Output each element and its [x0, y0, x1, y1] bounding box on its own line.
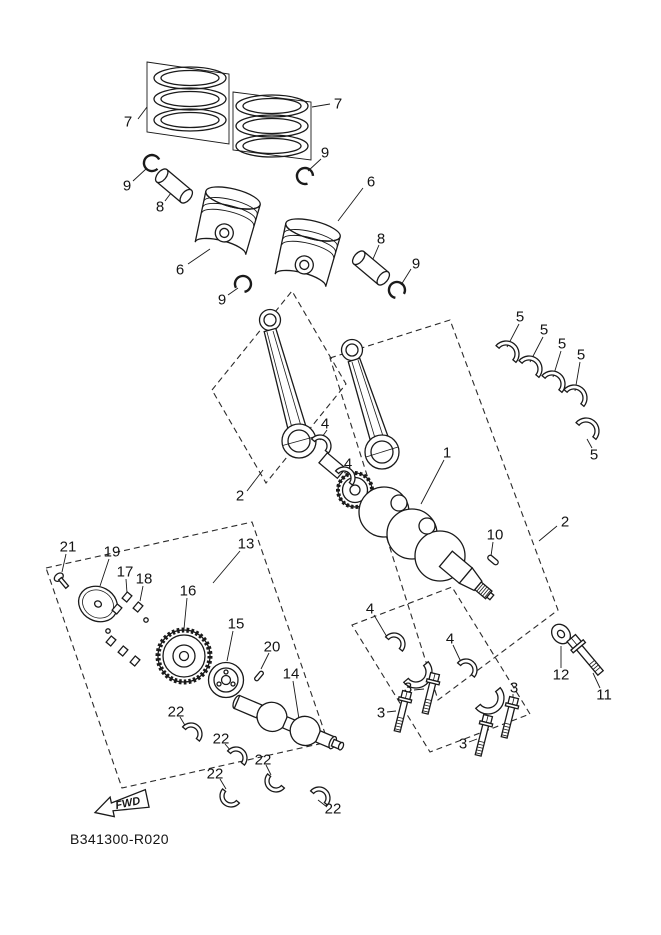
callout-22-bearing-3: 22 [254, 751, 272, 769]
callout-9-clip-b: 9 [320, 144, 330, 162]
piston-left [192, 181, 263, 256]
small-fasteners [105, 591, 149, 667]
callout-6-piston-right: 6 [366, 173, 376, 191]
piston-pin-right [349, 248, 393, 288]
balancer-screw [53, 572, 70, 590]
callout-5-bearing-3: 5 [557, 335, 567, 353]
fwd-arrow-icon: FWD [93, 788, 150, 818]
crankshaft [318, 451, 495, 601]
callout-3-bolt-3: 3 [458, 735, 468, 753]
leader-lines [61, 103, 601, 808]
balancer-driven-gear [207, 661, 245, 699]
callout-10-key: 10 [486, 526, 504, 544]
outline-crankshaft-assy [329, 319, 559, 701]
callout-16-gear: 16 [179, 582, 197, 600]
piston-right [272, 213, 343, 288]
callout-19-plate: 19 [103, 543, 121, 561]
callout-6-piston-left: 6 [175, 261, 185, 279]
main-bearing-shells [495, 335, 605, 441]
callout-11-bolt: 11 [596, 686, 612, 704]
balancer-plate-washer [77, 585, 119, 623]
callout-2-rod-right: 2 [560, 513, 570, 531]
connecting-rod-right [340, 338, 400, 470]
callout-5-bearing-4: 5 [576, 346, 586, 364]
callout-3-bolt-1: 3 [376, 704, 386, 722]
callout-4-shell-3: 4 [365, 600, 375, 618]
circlip-icon [292, 163, 317, 188]
callout-22-bearing-2: 22 [212, 730, 230, 748]
callout-8-pin-left: 8 [155, 198, 165, 216]
callout-12-washer: 12 [552, 666, 570, 684]
callout-1-crankshaft: 1 [442, 444, 452, 462]
diagram-code: B341300-R020 [70, 831, 169, 847]
callout-22-bearing-5: 22 [324, 800, 342, 818]
callout-17-parts: 17 [116, 563, 134, 581]
piston-rings-left [153, 66, 227, 132]
callout-22-bearing-4: 22 [206, 765, 224, 783]
callout-15-gear: 15 [227, 615, 245, 633]
woodruff-key [487, 554, 499, 566]
assembly-outlines [45, 290, 559, 789]
connecting-rod-left [258, 308, 317, 459]
callout-5-bearing-2: 5 [539, 321, 549, 339]
callout-21-screw: 21 [59, 538, 77, 556]
piston-rings-right [235, 94, 309, 158]
callout-9-clip-d: 9 [217, 291, 227, 309]
fwd-label: FWD [114, 795, 141, 812]
circlip-icon [385, 278, 408, 301]
callout-3-bolt-4: 3 [509, 679, 519, 697]
callout-5-bearing-5: 5 [589, 446, 599, 464]
rod-caps [403, 661, 512, 722]
callout-8-pin-right: 8 [376, 230, 386, 248]
callout-7-rings-left: 7 [123, 113, 133, 131]
callout-22-bearing-1: 22 [167, 703, 185, 721]
callout-4-shell-4: 4 [445, 630, 455, 648]
callout-2-rod-left: 2 [235, 487, 245, 505]
balancer-shaft [232, 694, 345, 751]
dowel-pin [254, 670, 264, 682]
callout-4-shell-2: 4 [343, 455, 353, 473]
callout-5-bearing-1: 5 [515, 308, 525, 326]
callout-7-rings-right: 7 [333, 95, 343, 113]
callout-3-bolt-2: 3 [403, 679, 413, 697]
callout-9-clip-a: 9 [122, 177, 132, 195]
callout-14-balancer-shaft: 14 [282, 665, 300, 683]
balancer-drive-gear [155, 627, 213, 685]
callout-20-pin: 20 [263, 638, 281, 656]
crank-bolt [566, 633, 605, 677]
circlip-icon [231, 271, 256, 296]
callout-18-parts: 18 [135, 570, 153, 588]
callout-9-clip-c: 9 [411, 255, 421, 273]
callout-4-shell-1: 4 [320, 415, 330, 433]
callout-13-balancer-assy: 13 [237, 535, 255, 553]
